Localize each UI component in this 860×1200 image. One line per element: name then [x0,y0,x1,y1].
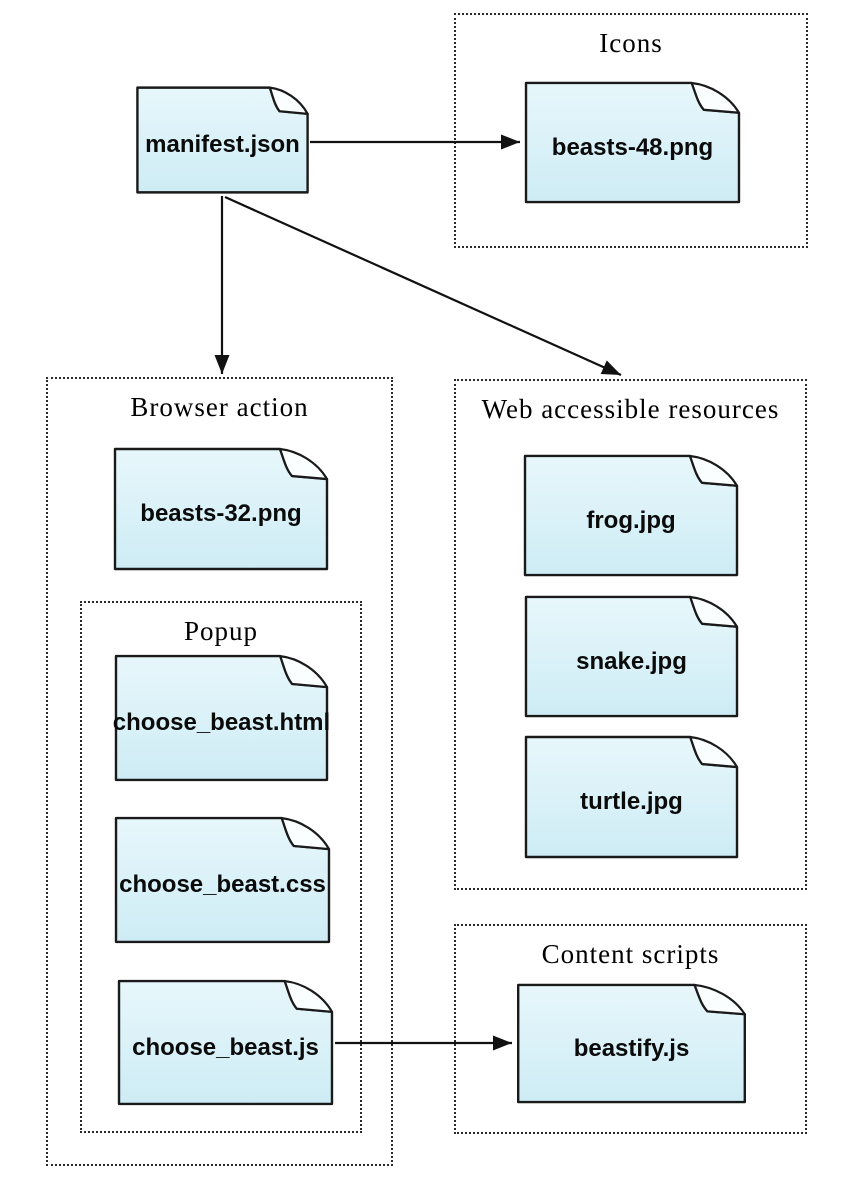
group-browser-action: Browser action [46,377,393,1166]
document-icon [112,446,330,572]
file-label-beasts-48-png: beasts-48.png [551,133,714,161]
file-node-turtle-jpg: turtle.jpg [523,734,740,860]
document-icon [515,982,748,1105]
document-icon [523,80,742,205]
file-node-beasts-48-png: beasts-48.png [523,80,742,205]
file-node-choose-beast-html: choose_beast.html [113,653,330,783]
document-icon [522,453,740,578]
group-icons: Icons [454,13,808,248]
file-label-choose-beast-html: choose_beast.html [112,709,331,736]
file-node-beasts-32-png: beasts-32.png [112,446,330,572]
file-label-manifest-json: manifest.json [145,131,300,158]
document-icon [523,594,740,719]
document-icon [113,653,330,783]
file-label-choose-beast-js: choose_beast.js [132,1033,319,1061]
group-content-scripts-title: Content scripts [541,939,720,969]
document-icon [523,734,740,860]
file-node-snake-jpg: snake.jpg [523,594,740,719]
file-label-turtle-jpg: turtle.jpg [580,788,683,815]
group-popup: Popup [80,601,362,1133]
file-node-choose-beast-css: choose_beast.css [113,815,332,945]
document-icon [135,85,310,195]
document-icon [116,978,335,1107]
document-icon [113,815,332,945]
file-node-frog-jpg: frog.jpg [522,453,740,578]
file-label-beastify-js: beastify.js [573,1034,690,1062]
group-icons-title: Icons [599,28,663,58]
file-node-beastify-js: beastify.js [515,982,748,1105]
group-web-accessible-resources: Web accessible resources [454,379,807,890]
file-node-manifest-json: manifest.json [135,85,310,195]
group-web-accessible-resources-title: Web accessible resources [481,394,780,424]
file-label-beasts-32-png: beasts-32.png [140,500,302,527]
file-label-snake-jpg: snake.jpg [576,647,687,675]
file-node-choose-beast-js: choose_beast.js [116,978,335,1107]
group-browser-action-title: Browser action [130,392,309,422]
file-label-choose-beast-css: choose_beast.css [119,871,326,898]
group-popup-title: Popup [183,616,259,646]
file-label-frog-jpg: frog.jpg [586,506,676,534]
group-content-scripts: Content scripts [454,924,807,1134]
